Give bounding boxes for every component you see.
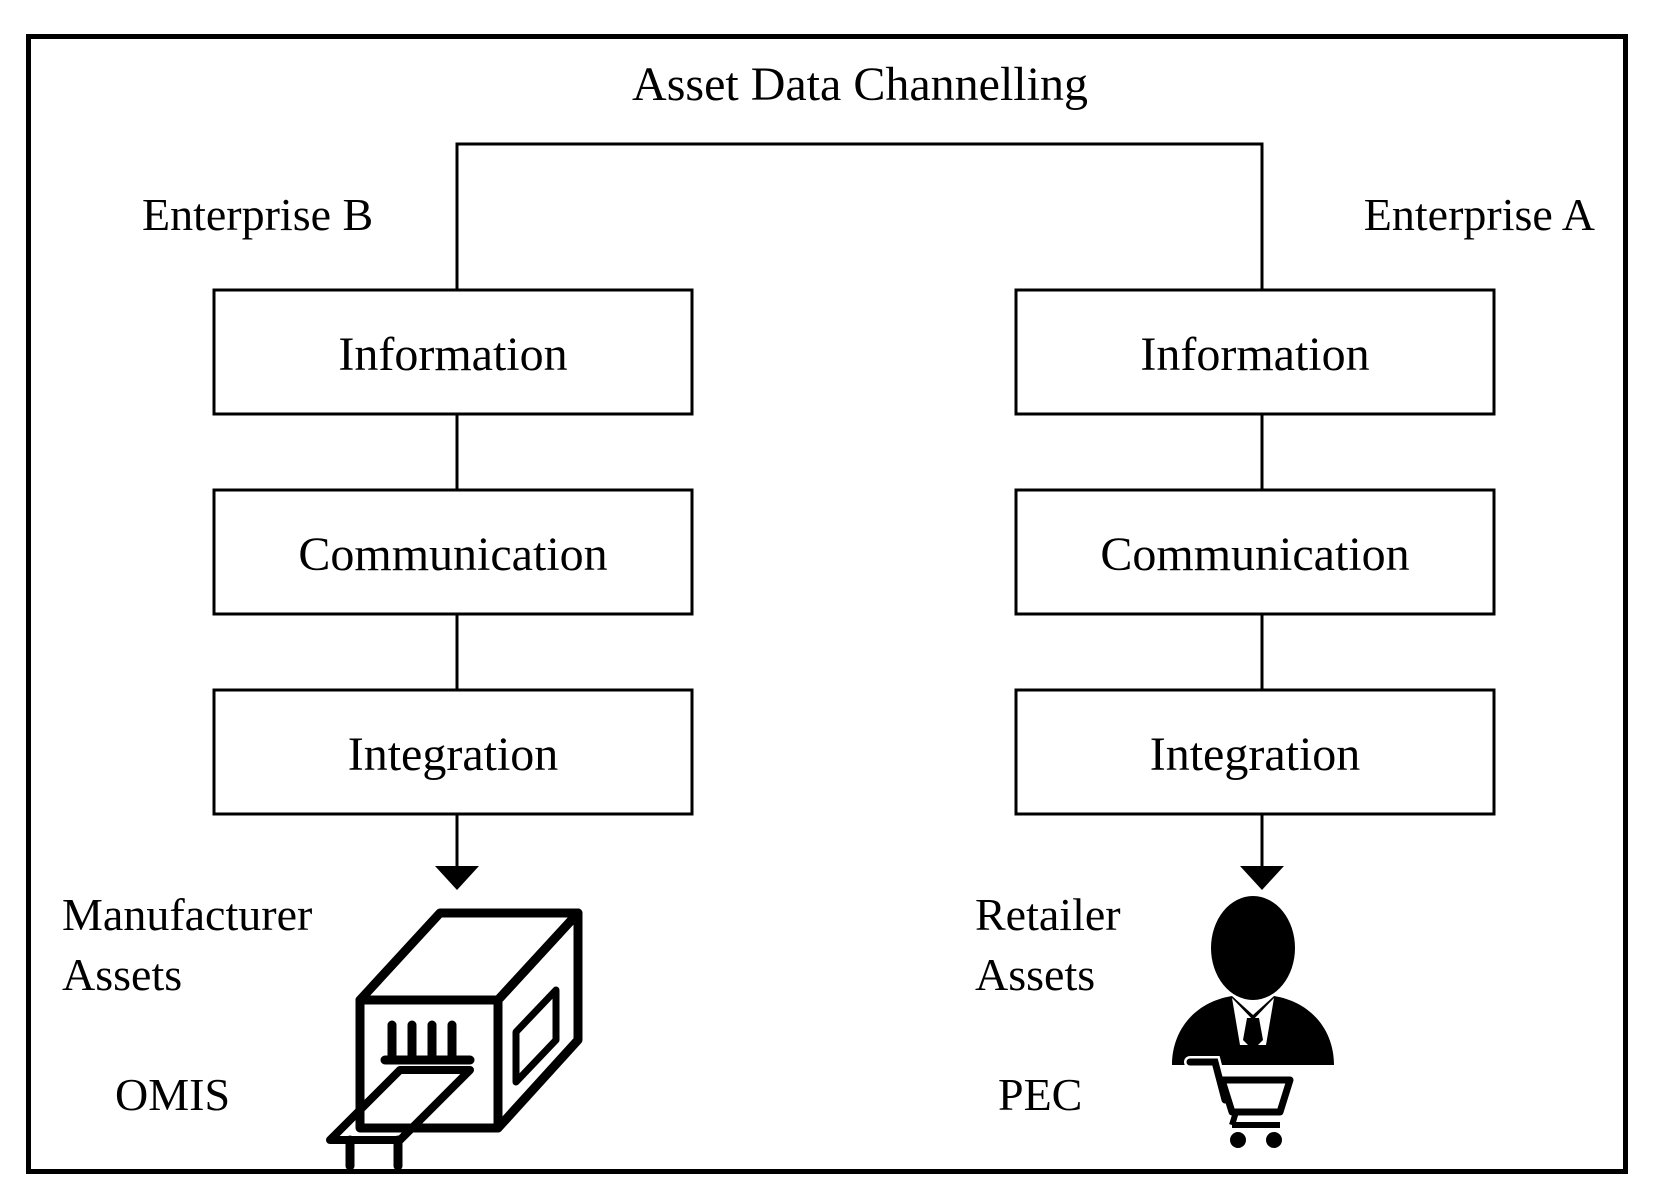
shopper-with-cart-icon	[1172, 896, 1334, 1148]
layer-box-communication	[212, 488, 694, 616]
pec-label: PEC	[998, 1069, 1082, 1120]
enterprise-b-stack: Information Communication Integration	[212, 288, 694, 890]
arrow-down-icon	[1240, 866, 1284, 890]
layer-label-integration: Integration	[1150, 728, 1361, 781]
layer-label-information: Information	[338, 328, 567, 381]
enterprise-a-label: Enterprise A	[1364, 189, 1595, 240]
diagram-title: Asset Data Channelling	[632, 58, 1088, 111]
retailer-assets-label: Assets	[975, 949, 1095, 1000]
enterprise-b-label: Enterprise B	[142, 189, 373, 240]
omis-label: OMIS	[115, 1069, 230, 1120]
layer-label-communication: Communication	[1100, 528, 1409, 581]
manufacturer-assets-label: Assets	[62, 949, 182, 1000]
manufacturer-label: Manufacturer	[62, 889, 312, 940]
layer-box-information	[1014, 288, 1496, 416]
layer-box-integration	[212, 688, 694, 816]
arrow-down-icon	[435, 866, 479, 890]
factory-machine-icon	[326, 908, 583, 1171]
diagram-frame	[26, 34, 1628, 1174]
enterprise-a-stack: Information Communication Integration	[1014, 288, 1496, 890]
layer-box-integration	[1014, 688, 1496, 816]
layer-label-information: Information	[1140, 328, 1369, 381]
layer-box-communication	[1014, 488, 1496, 616]
layer-label-integration: Integration	[348, 728, 559, 781]
retailer-label: Retailer	[975, 889, 1121, 940]
layer-label-communication: Communication	[298, 528, 607, 581]
layer-box-information	[212, 288, 694, 416]
channel-connector	[455, 142, 1264, 290]
